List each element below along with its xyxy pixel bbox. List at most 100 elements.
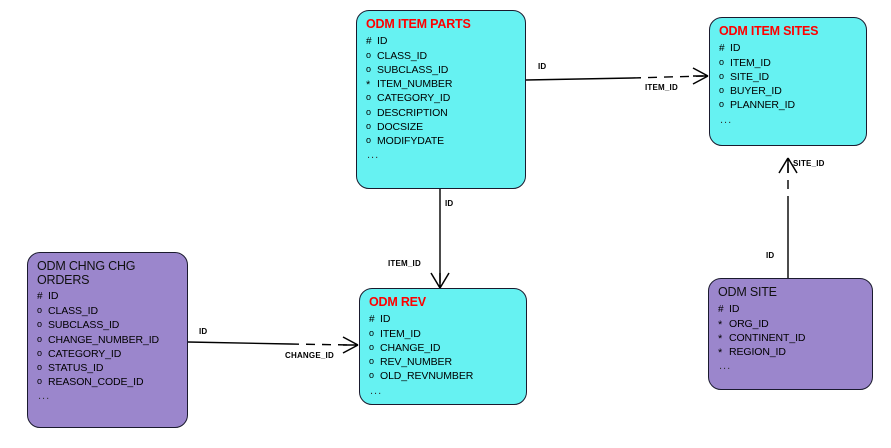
attr-marker-optional: o: [37, 347, 42, 358]
attribute-row: o CHANGE_ID: [369, 341, 517, 355]
attribute-row: o REASON_CODE_ID: [37, 375, 178, 389]
attr-marker-optional: o: [369, 341, 374, 352]
attribute-row: # ID: [718, 302, 863, 317]
attr-name: ITEM_NUMBER: [377, 78, 453, 91]
entity-title: ODM CHNG CHG ORDERS: [37, 259, 136, 287]
entity-odm-site[interactable]: ODM SITE # ID * ORG_ID *CONTINENT_ID *REGI…: [708, 278, 873, 390]
relationship-parts-to-item-sites: [525, 67, 709, 85]
attr-name: CATEGORY_ID: [377, 92, 451, 105]
attribute-row: # ID: [37, 289, 178, 304]
attr-name: ID: [380, 312, 391, 325]
attribute-more-indicator: ...: [720, 113, 733, 126]
attr-name: ITEM_ID: [380, 327, 421, 340]
attr-marker-optional: o: [719, 56, 724, 67]
attribute-row: o CLASS_ID: [37, 304, 178, 318]
attribute-row: *CONTINENT_ID: [718, 331, 863, 345]
attr-name: PLANNER_ID: [730, 99, 795, 112]
attr-name: CONTINENT_ID: [729, 331, 806, 344]
attr-marker-pk: #: [369, 313, 375, 325]
attr-marker-optional: o: [369, 327, 374, 338]
attribute-list: # ID * ORG_ID *CONTINENT_ID *REGION_ID ...: [718, 302, 863, 375]
attr-marker-optional: o: [366, 120, 371, 131]
attr-marker-optional: o: [719, 99, 724, 110]
entity-title: ODM SITE: [718, 285, 777, 299]
attribute-row: # ID: [369, 312, 517, 327]
attr-name: SUBCLASS_ID: [377, 63, 449, 76]
attr-name: ID: [729, 302, 740, 315]
attr-name: REASON_CODE_ID: [48, 376, 144, 389]
attr-marker-optional: o: [37, 305, 42, 316]
attr-marker-optional: o: [366, 106, 371, 117]
attribute-row: o SUBCLASS_ID: [366, 63, 516, 77]
attribute-row: o PLANNER_ID: [719, 98, 857, 112]
attribute-more-indicator: ...: [367, 149, 380, 162]
entity-title: ODM REV: [369, 295, 426, 309]
attr-name: ORG_ID: [729, 317, 769, 330]
rel-label-parts-to-item-sites-to: ITEM_ID: [645, 83, 678, 92]
attribute-row: o ITEM_ID: [719, 56, 857, 70]
attr-name: CLASS_ID: [48, 305, 98, 318]
rel-label-site-to-item-sites-to: SITE_ID: [793, 159, 825, 168]
entity-title: ODM ITEM SITES: [719, 24, 819, 38]
attr-marker-pk: #: [718, 303, 724, 315]
attr-marker-pk: #: [37, 291, 43, 302]
attr-marker-optional: o: [366, 134, 371, 145]
rel-label-parts-to-rev-to: ITEM_ID: [388, 259, 421, 268]
attribute-row: *ITEM_NUMBER: [366, 77, 516, 91]
attribute-row: o DOCSIZE: [366, 120, 516, 134]
attr-marker-optional: o: [366, 92, 371, 103]
attribute-row: o CLASS_ID: [366, 49, 516, 63]
attr-name: REV_NUMBER: [380, 356, 452, 369]
attr-name: SITE_ID: [730, 70, 769, 83]
rel-label-parts-to-item-sites-from: ID: [538, 62, 547, 71]
relationship-parts-to-rev: [430, 189, 450, 289]
attr-marker-pk: #: [366, 35, 372, 47]
attr-name: BUYER_ID: [730, 85, 782, 98]
attr-marker-optional: o: [719, 70, 724, 81]
attr-marker-optional: o: [366, 63, 371, 74]
attribute-more-indicator: ...: [370, 384, 383, 397]
attr-marker-optional: o: [369, 370, 374, 381]
attribute-row: # ID: [366, 34, 516, 49]
entity-title: ODM ITEM PARTS: [366, 17, 471, 31]
rel-label-chng-orders-to-rev-from: ID: [199, 327, 208, 336]
attr-name: OLD_REVNUMBER: [380, 370, 474, 383]
attr-name: ID: [377, 34, 388, 47]
attribute-more-indicator: ...: [719, 360, 732, 373]
attr-name: CHANGE_NUMBER_ID: [48, 333, 160, 346]
attr-marker-optional: o: [366, 49, 371, 60]
attribute-row: *REGION_ID: [718, 345, 863, 359]
attr-name: ITEM_ID: [730, 56, 771, 69]
attr-marker-pk: #: [719, 42, 725, 54]
attr-marker-mandatory: *: [718, 318, 723, 331]
attribute-row: * ORG_ID: [718, 317, 863, 331]
attribute-more-indicator: ...: [38, 390, 51, 403]
attr-name: ID: [48, 290, 59, 302]
attr-name: DOCSIZE: [377, 120, 423, 133]
attribute-row: o CATEGORY_ID: [366, 91, 516, 105]
rel-label-parts-to-rev-from: ID: [445, 199, 454, 208]
attr-marker-optional: o: [37, 333, 42, 344]
attr-name: REGION_ID: [729, 346, 786, 359]
attribute-row: o ITEM_ID: [369, 327, 517, 341]
attribute-row: o SITE_ID: [719, 70, 857, 84]
attr-marker-optional: o: [37, 376, 42, 387]
attr-name: CLASS_ID: [377, 49, 427, 62]
relationship-site-to-item-sites: [778, 157, 798, 278]
attr-name: CHANGE_ID: [380, 341, 441, 354]
attr-name: SUBCLASS_ID: [48, 319, 120, 332]
